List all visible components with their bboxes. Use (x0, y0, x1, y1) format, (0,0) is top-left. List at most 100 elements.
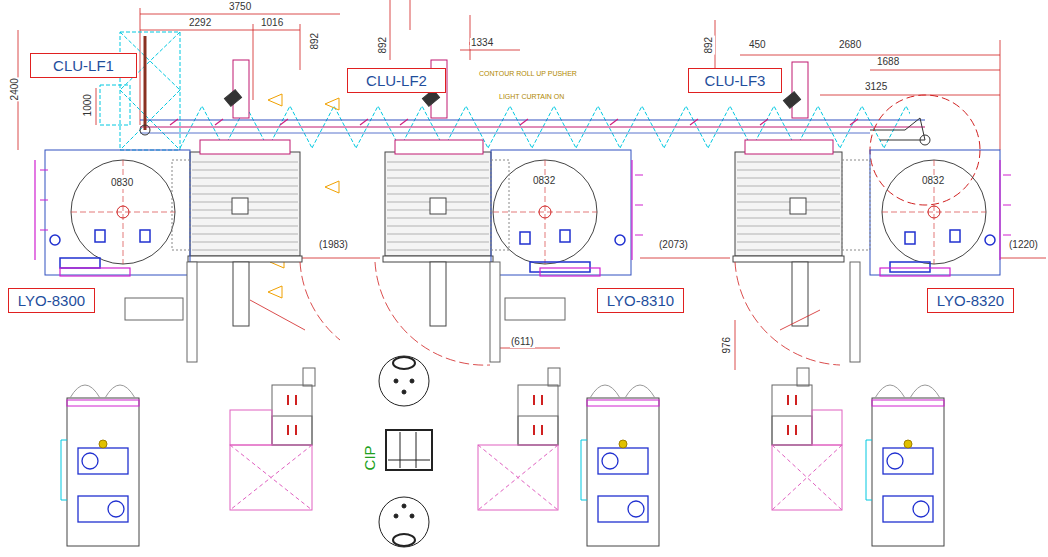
pushers (224, 90, 241, 107)
dimension-label: 1000 (83, 93, 94, 117)
dimension-label: 3125 (864, 82, 888, 93)
freeze-dryer-chambers (232, 198, 248, 214)
cabinets (230, 385, 842, 510)
cabinets (518, 416, 558, 445)
tag-text: CLU-LF3 (705, 72, 766, 89)
freeze-dryer-chambers (395, 140, 483, 154)
conveyor (140, 133, 870, 134)
condenser-units (985, 235, 995, 245)
condenser-units (880, 268, 950, 276)
dimension-lines (96, 88, 97, 125)
condenser-units (870, 150, 1000, 275)
cip-skid (402, 390, 406, 394)
skid-units (67, 398, 139, 546)
skid-units (78, 496, 128, 522)
side-blocks (303, 368, 315, 386)
cip-skid (393, 357, 415, 369)
freeze-dryer-chambers (200, 140, 290, 154)
cabinets (478, 445, 558, 510)
side-blocks (187, 262, 197, 362)
loading-frame (100, 32, 180, 150)
conveyor (870, 118, 925, 140)
freeze-dryer-chambers (383, 256, 493, 262)
equipment-tag: CLU-LF1 (30, 53, 137, 78)
skid-units (883, 496, 933, 522)
dimension-lines (140, 30, 300, 31)
door-swings (250, 300, 305, 330)
tag-text: LYO-8320 (937, 292, 1004, 309)
cip-skid (402, 504, 406, 508)
condenser-units (71, 160, 175, 264)
skid-units (587, 398, 659, 546)
tag-text: CLU-LF2 (366, 72, 427, 89)
skid-units (78, 448, 128, 474)
dimension-lines (715, 20, 716, 70)
door-swings (250, 262, 840, 365)
cabinets (812, 410, 842, 445)
dimension-lines (460, 50, 520, 51)
pushers (233, 60, 249, 118)
skid-units (61, 385, 944, 546)
conveyor (144, 36, 147, 130)
dimension-lines (1000, 40, 1001, 150)
equipment-tag: CLU-LF3 (688, 68, 782, 93)
dimension-label: 1334 (470, 38, 494, 49)
cabinets (772, 445, 842, 510)
dimension-lines (300, 24, 301, 70)
skid-units (78, 448, 933, 522)
skid-units (67, 400, 139, 406)
dimension-lines (870, 70, 1000, 71)
freeze-dryer-chambers (387, 162, 489, 250)
equipment-tag: LYO-8310 (597, 288, 684, 313)
door-swings (735, 262, 840, 365)
freeze-dryer-chambers (192, 162, 298, 250)
pushers (224, 60, 808, 118)
side-blocks (548, 368, 560, 386)
dimension-label: 3750 (228, 2, 252, 13)
pushers (783, 92, 800, 109)
condenser-units (71, 160, 986, 264)
conveyor (170, 119, 858, 125)
door-swings (300, 262, 340, 340)
skid-units (602, 453, 618, 469)
condenser-units (60, 268, 130, 276)
conveyor (920, 135, 930, 145)
door-swings (780, 310, 820, 330)
cip-skid (379, 356, 429, 406)
dimension-lines (740, 55, 1000, 56)
freeze-dryer-chambers (790, 198, 806, 214)
cabinets (272, 385, 312, 445)
note-text: LIGHT CURTAIN ON (498, 93, 565, 100)
condenser-units (615, 235, 625, 245)
condenser-units (491, 150, 631, 275)
dimension-label: 0832 (921, 176, 945, 187)
note-text: CIP (362, 444, 378, 471)
cabinets (518, 385, 558, 445)
dimension-lines (735, 320, 736, 370)
cip-skid (379, 497, 429, 547)
loading-frame (120, 32, 180, 150)
dimension-label: 450 (748, 40, 767, 51)
dimension-lines (253, 24, 254, 100)
condenser-units (172, 160, 190, 250)
condenser-units (882, 160, 986, 264)
dimension-label: 2680 (838, 40, 862, 51)
pushers (792, 62, 808, 118)
dimension-label: 892 (310, 32, 321, 51)
condenser-units (842, 160, 870, 250)
dimension-label: (2073) (658, 240, 689, 251)
tag-text: LYO-8300 (18, 292, 85, 309)
dimension-lines (18, 0, 1046, 370)
equipment-tag: LYO-8300 (8, 288, 95, 313)
freeze-dryer-chambers (192, 162, 840, 250)
freeze-dryer-chambers (190, 152, 300, 256)
dimension-label: 1688 (876, 57, 900, 68)
dimension-label: 892 (704, 36, 715, 55)
side-blocks (490, 262, 500, 362)
dimension-lines (300, 258, 380, 259)
conveyor (140, 125, 150, 135)
cabinets (772, 445, 842, 510)
dimension-label: (1220) (1008, 240, 1039, 251)
cabinets (478, 445, 558, 510)
